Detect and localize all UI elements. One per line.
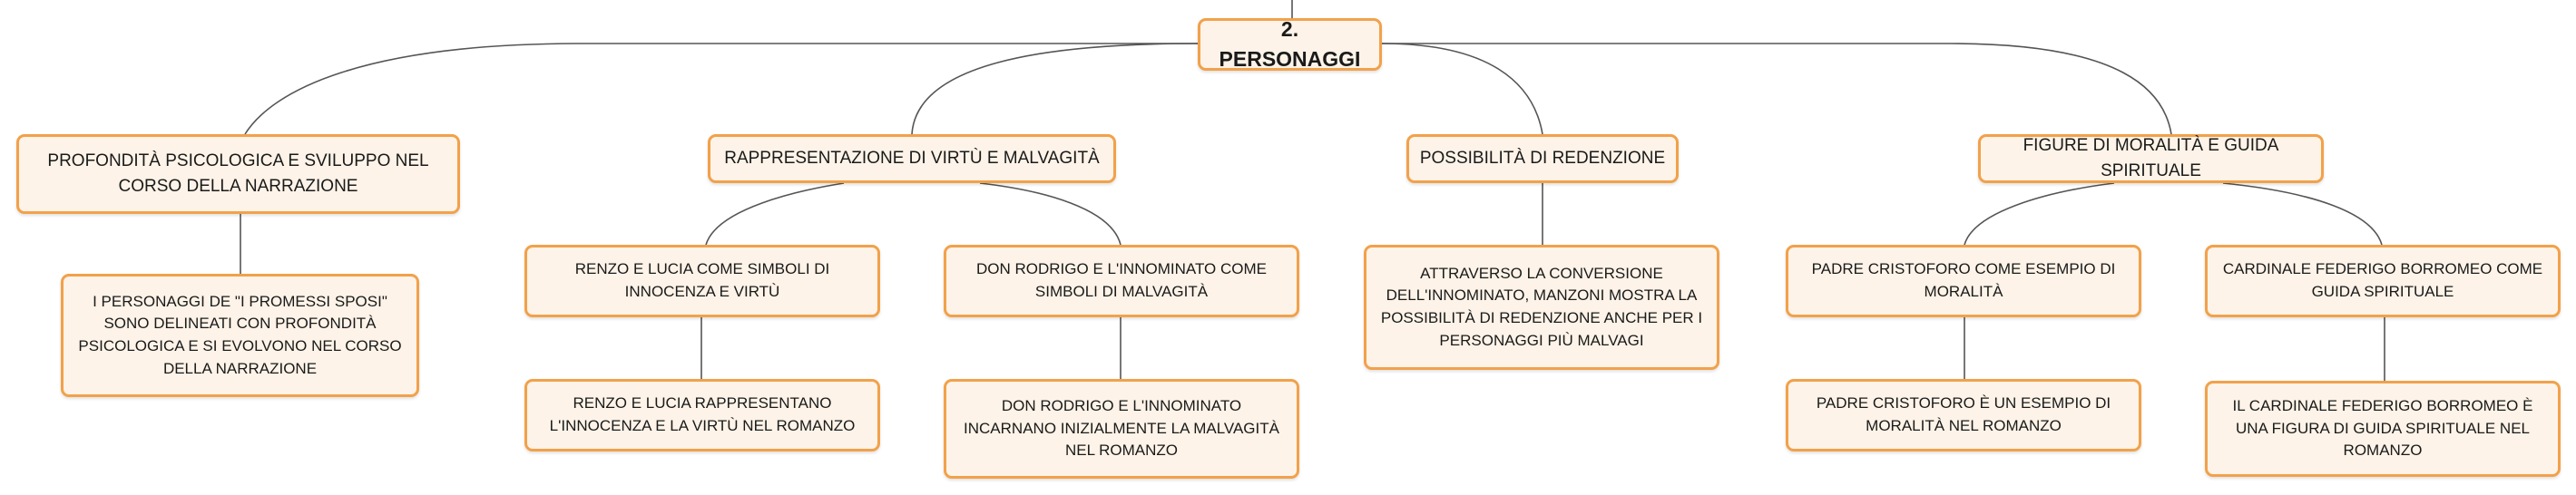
detail-node-label: RENZO E LUCIA RAPPRESENTANO L'INNOCENZA … — [549, 394, 856, 434]
child-node-renzo-lucia[interactable]: RENZO E LUCIA COME SIMBOLI DI INNOCENZA … — [524, 245, 880, 317]
branch-node-psychological-depth[interactable]: PROFONDITÀ PSICOLOGICA E SVILUPPO NEL CO… — [16, 134, 460, 214]
connector-root-branch-1 — [244, 43, 1198, 135]
detail-node-label: PADRE CRISTOFORO È UN ESEMPIO DI MORALIT… — [1816, 394, 2111, 434]
root-node[interactable]: 2. PERSONAGGI — [1198, 17, 1382, 71]
branch-node-virtue-and-evil[interactable]: RAPPRESENTAZIONE DI VIRTÙ E MALVAGITÀ — [708, 134, 1116, 183]
branch-node-label: POSSIBILITÀ DI REDENZIONE — [1419, 149, 1666, 169]
connector-branch-4-child-1 — [1964, 182, 2115, 246]
detail-node-don-rodrigo-innominato[interactable]: DON RODRIGO E L'INNOMINATO INCARNANO INI… — [944, 379, 1299, 479]
leaf-node-redemption[interactable]: ATTRAVERSO LA CONVERSIONE DELL'INNOMINAT… — [1364, 245, 1719, 370]
detail-node-label: DON RODRIGO E L'INNOMINATO INCARNANO INI… — [964, 397, 1279, 460]
connector-root-branch-3 — [1381, 43, 1543, 135]
connector-branch-2-child-1 — [705, 182, 845, 246]
child-node-label: DON RODRIGO E L'INNOMINATO COME SIMBOLI … — [976, 260, 1267, 300]
branch-node-label: FIGURE DI MORALITÀ E GUIDA SPIRITUALE — [2023, 136, 2279, 180]
connector-branch-2-child-2 — [979, 182, 1121, 246]
branch-node-label: PROFONDITÀ PSICOLOGICA E SVILUPPO NEL CO… — [47, 151, 429, 196]
detail-node-padre-cristoforo[interactable]: PADRE CRISTOFORO È UN ESEMPIO DI MORALIT… — [1786, 379, 2141, 451]
child-node-label: PADRE CRISTOFORO COME ESEMPIO DI MORALIT… — [1811, 260, 2116, 300]
child-node-cardinale-borromeo[interactable]: CARDINALE FEDERIGO BORROMEO COME GUIDA S… — [2205, 245, 2561, 317]
branch-node-morality-spiritual-guidance[interactable]: FIGURE DI MORALITÀ E GUIDA SPIRITUALE — [1978, 134, 2324, 183]
child-node-label: CARDINALE FEDERIGO BORROMEO COME GUIDA S… — [2222, 260, 2543, 300]
connector-branch-4-child-2 — [2222, 182, 2383, 246]
leaf-node-label: ATTRAVERSO LA CONVERSIONE DELL'INNOMINAT… — [1380, 264, 1703, 349]
detail-node-cardinale-borromeo[interactable]: IL CARDINALE FEDERIGO BORROMEO È UNA FIG… — [2205, 381, 2561, 477]
branch-node-redemption[interactable]: POSSIBILITÀ DI REDENZIONE — [1406, 134, 1679, 183]
child-node-padre-cristoforo[interactable]: PADRE CRISTOFORO COME ESEMPIO DI MORALIT… — [1786, 245, 2141, 317]
detail-node-renzo-lucia[interactable]: RENZO E LUCIA RAPPRESENTANO L'INNOCENZA … — [524, 379, 880, 451]
child-node-label: RENZO E LUCIA COME SIMBOLI DI INNOCENZA … — [574, 260, 830, 300]
branch-node-label: RAPPRESENTAZIONE DI VIRTÙ E MALVAGITÀ — [724, 149, 1100, 169]
leaf-node-psychological-depth[interactable]: I PERSONAGGI DE "I PROMESSI SPOSI" SONO … — [61, 274, 419, 397]
detail-node-label: IL CARDINALE FEDERIGO BORROMEO È UNA FIG… — [2232, 397, 2533, 460]
leaf-node-label: I PERSONAGGI DE "I PROMESSI SPOSI" SONO … — [78, 292, 402, 377]
connector-root-branch-2 — [911, 43, 1199, 135]
root-node-label: 2. PERSONAGGI — [1219, 16, 1361, 71]
connector-root-branch-4 — [1382, 43, 2172, 135]
child-node-don-rodrigo-innominato[interactable]: DON RODRIGO E L'INNOMINATO COME SIMBOLI … — [944, 245, 1299, 317]
